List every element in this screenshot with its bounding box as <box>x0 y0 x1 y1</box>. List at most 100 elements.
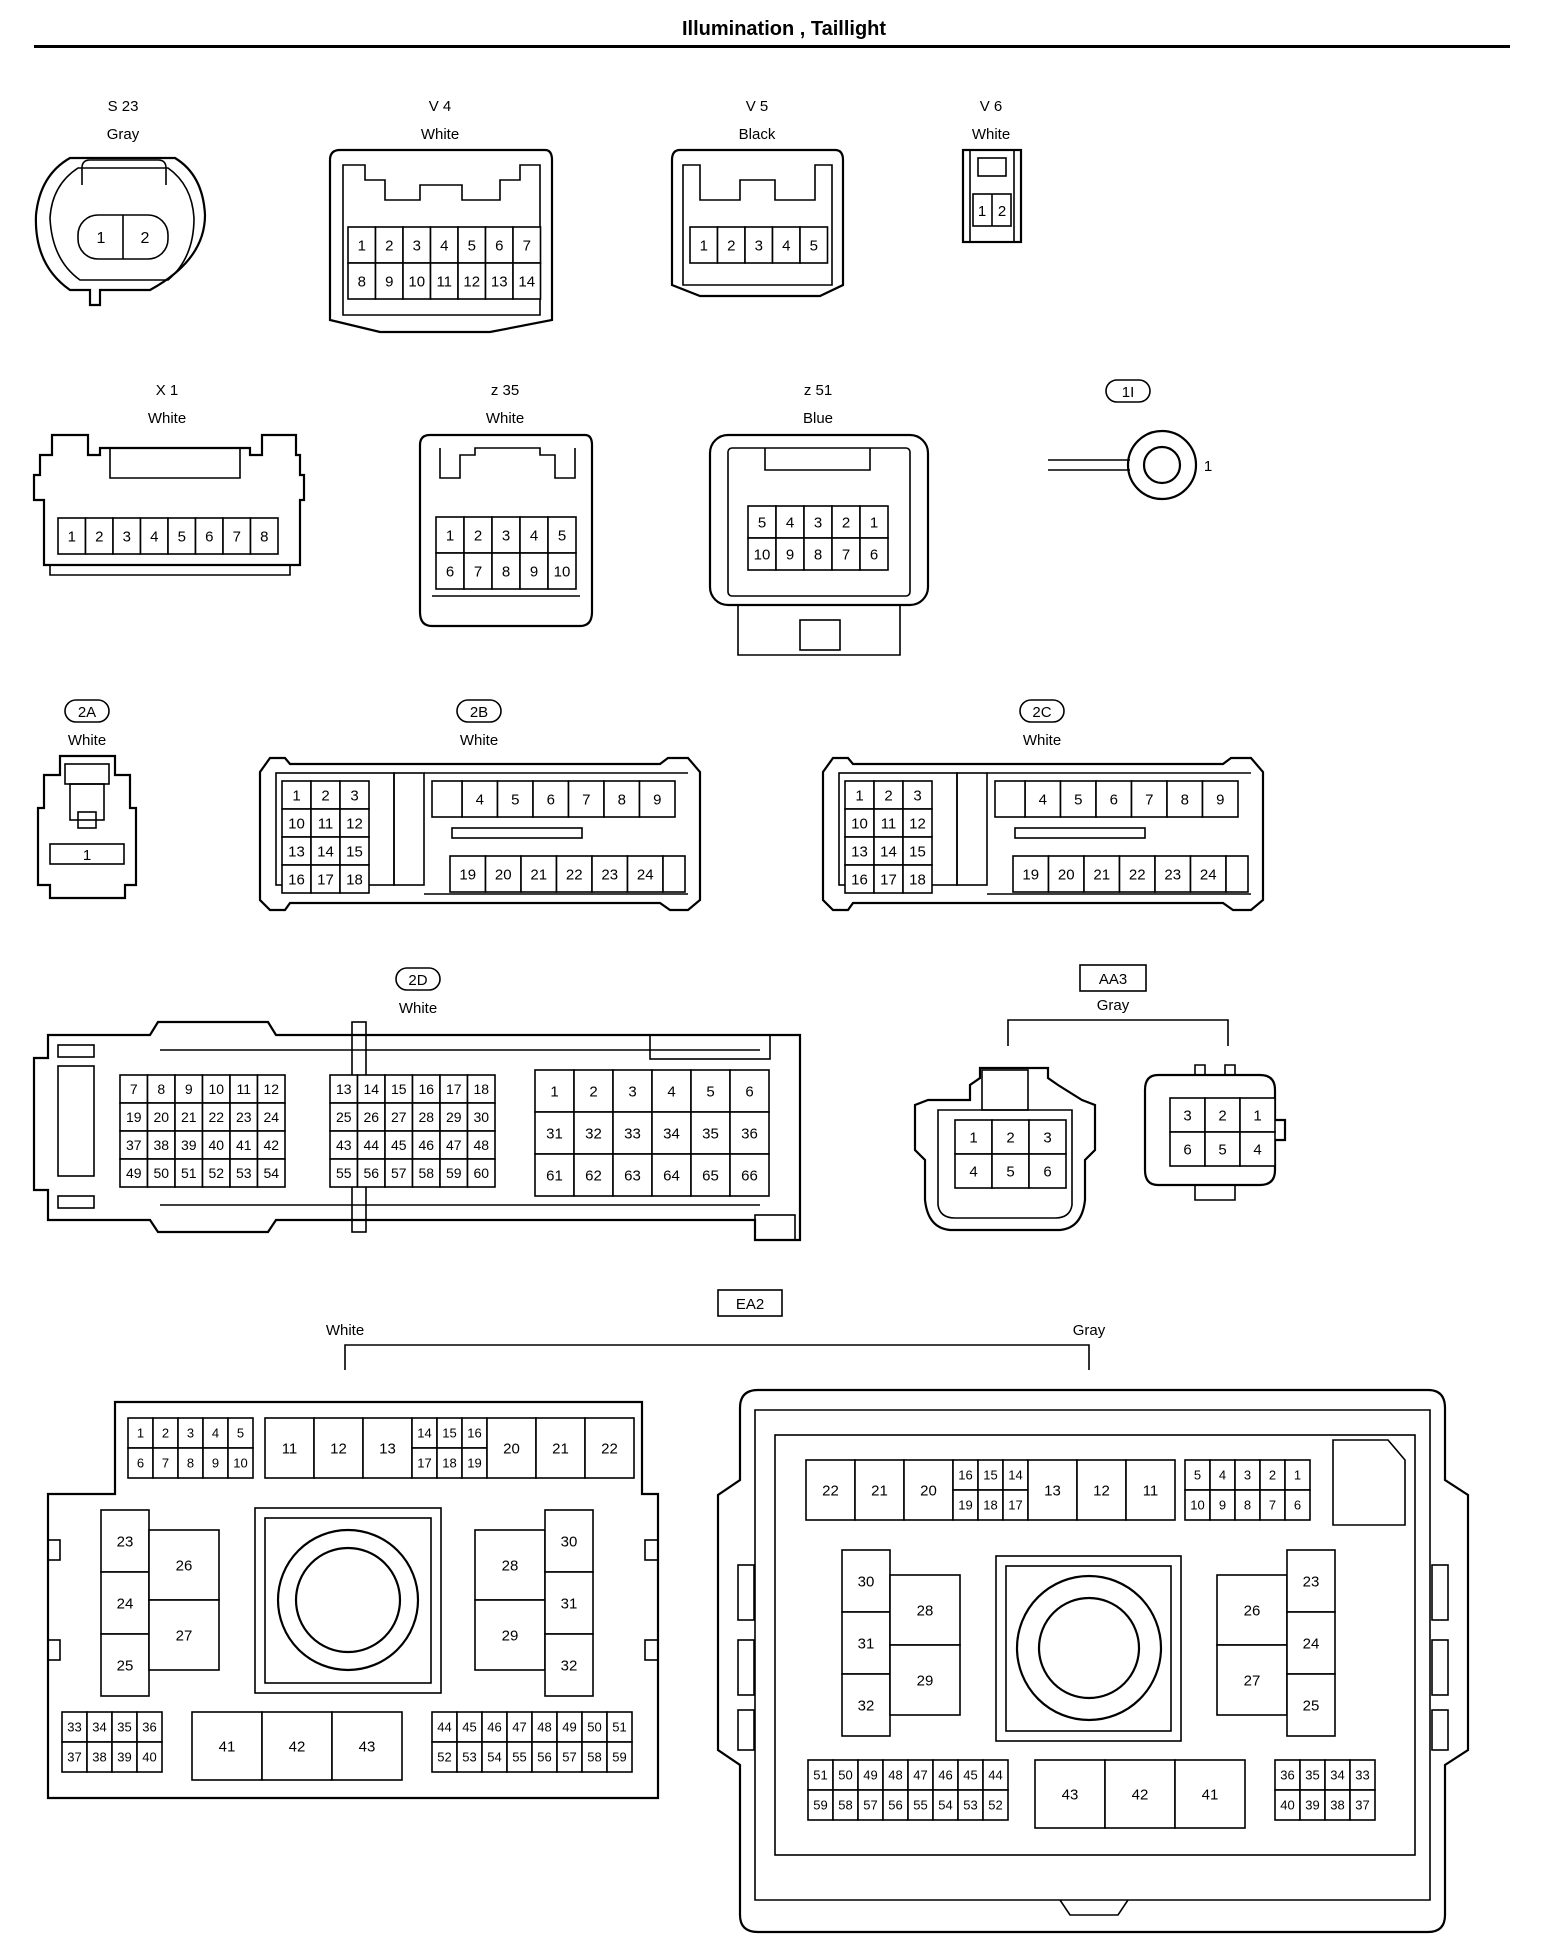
ea2-gray-pin-cell <box>1259 1489 1286 1521</box>
2d-pin: 38 <box>153 1137 169 1153</box>
ea2-gray-pin: 36 <box>1280 1768 1294 1783</box>
ea2-white-pin-cell <box>227 1447 254 1479</box>
connector-2c-id: 2C <box>1032 704 1051 721</box>
ea2-gray-pin-cell <box>1002 1459 1029 1491</box>
2b-pin: 4 <box>476 791 484 808</box>
x1-pin-cell <box>194 517 224 555</box>
z51-pin: 2 <box>842 514 850 531</box>
ea2-white-pin-cell <box>461 1417 488 1449</box>
ea2-gray-pin: 21 <box>871 1482 888 1499</box>
2d-pin-cell <box>573 1153 614 1197</box>
2c-pin-cell <box>1047 855 1085 893</box>
connector-s23-color: Gray <box>107 126 140 143</box>
2d-pin-cell <box>256 1102 286 1132</box>
ea2-white-pin: 15 <box>442 1426 456 1441</box>
connector-2c-color: White <box>1023 732 1061 749</box>
ea2-white-pin: 3 <box>187 1426 194 1441</box>
v4-pin: 8 <box>358 273 366 290</box>
ea2-white-pin: 33 <box>67 1720 81 1735</box>
2b-pin: 9 <box>653 791 661 808</box>
v5-pin: 2 <box>727 237 735 254</box>
x1-pin-cell <box>222 517 252 555</box>
ea2-white-pin: 22 <box>601 1440 618 1457</box>
2d-pin: 36 <box>741 1125 758 1142</box>
2d-pin: 29 <box>446 1109 462 1125</box>
x1-pin: 2 <box>95 528 103 545</box>
2b-pin-cell <box>484 855 522 893</box>
2b-latch-cell <box>451 827 583 839</box>
2b-pin: 6 <box>547 791 555 808</box>
ea2-white-pin: 9 <box>212 1456 219 1471</box>
z51-pin: 3 <box>814 514 822 531</box>
z51-pin: 8 <box>814 546 822 563</box>
z51-pin-cell <box>803 537 833 571</box>
2c-pin-cell <box>1201 780 1239 818</box>
v4-pin: 5 <box>468 237 476 254</box>
2d-pin: 2 <box>589 1083 597 1100</box>
ea2-white-pin: 23 <box>117 1533 134 1550</box>
ea2-gray-pin: 16 <box>958 1468 972 1483</box>
ea2-white-pin: 31 <box>561 1595 578 1612</box>
z35-pin-cell <box>491 552 521 590</box>
connector-v6-id: V 6 <box>980 98 1003 115</box>
ea2-white-pin: 40 <box>142 1750 156 1765</box>
aa3-pin-cell <box>1239 1131 1276 1167</box>
2b-pin-cell <box>339 864 370 894</box>
v4-pin: 3 <box>413 237 421 254</box>
x1-pin: 6 <box>205 528 213 545</box>
z35-pin: 10 <box>554 563 571 580</box>
connector-1i: 1I 1 <box>1048 379 1212 501</box>
2c-pin-cell <box>1059 780 1097 818</box>
ea2-gray-pin: 23 <box>1303 1573 1320 1590</box>
ea2-gray-pin: 52 <box>988 1798 1002 1813</box>
ea2-gray-pin: 38 <box>1330 1798 1344 1813</box>
2d-pin: 10 <box>208 1081 224 1097</box>
connector-z51-id: z 51 <box>804 382 832 399</box>
2d-pin: 54 <box>263 1165 279 1181</box>
z35-pin: 1 <box>446 527 454 544</box>
ea2-white-pin: 18 <box>442 1456 456 1471</box>
v4-pin-cell <box>512 262 542 300</box>
v4-pin: 1 <box>358 237 366 254</box>
ea2-white-pin: 7 <box>162 1456 169 1471</box>
connector-x1-color: White <box>148 410 186 427</box>
2b-pin: 21 <box>530 866 547 883</box>
2d-pin: 55 <box>336 1165 352 1181</box>
s23-pin: 2 <box>141 230 150 247</box>
ea2-gray-pin-cell <box>1184 1489 1211 1521</box>
2c-pin: 7 <box>1145 791 1153 808</box>
ea2-white-pin-cell <box>544 1509 594 1573</box>
connector-z35-color: White <box>486 410 524 427</box>
ea2-gray-pin-cell <box>857 1759 884 1791</box>
2b-pin: 14 <box>317 843 334 860</box>
2c-pin: 11 <box>881 815 897 832</box>
2d-pin-cell <box>174 1102 204 1132</box>
ea2-gray-pin: 24 <box>1303 1635 1320 1652</box>
ea2-gray-pin-cell <box>932 1759 959 1791</box>
ea2-white-pin-cell <box>456 1711 483 1743</box>
2c-pin: 21 <box>1093 866 1110 883</box>
2c-pin-cell <box>844 864 875 894</box>
2c-pin: 8 <box>1181 791 1189 808</box>
aa3-pin-cell <box>1028 1119 1067 1155</box>
ea2-gray-pin: 8 <box>1244 1498 1251 1513</box>
2d-pin-cell <box>534 1153 575 1197</box>
2c-pin: 16 <box>851 871 868 888</box>
ea2-white-pin: 14 <box>417 1426 431 1441</box>
2b-pin-cell <box>281 780 312 810</box>
ea2-gray-pin-cell <box>1104 1759 1176 1829</box>
z35-pin: 6 <box>446 563 454 580</box>
2d-pin: 28 <box>418 1109 434 1125</box>
ea2-white-pin: 28 <box>502 1557 519 1574</box>
z51-pin: 5 <box>758 514 766 531</box>
ea2-gray-pin-cell <box>1286 1673 1336 1737</box>
ea2-white-pin-cell <box>431 1741 458 1773</box>
ea2-white-pin: 57 <box>562 1750 576 1765</box>
2b-pin-cell <box>281 836 312 866</box>
2d-pin: 47 <box>446 1137 462 1153</box>
2d-pin: 43 <box>336 1137 352 1153</box>
